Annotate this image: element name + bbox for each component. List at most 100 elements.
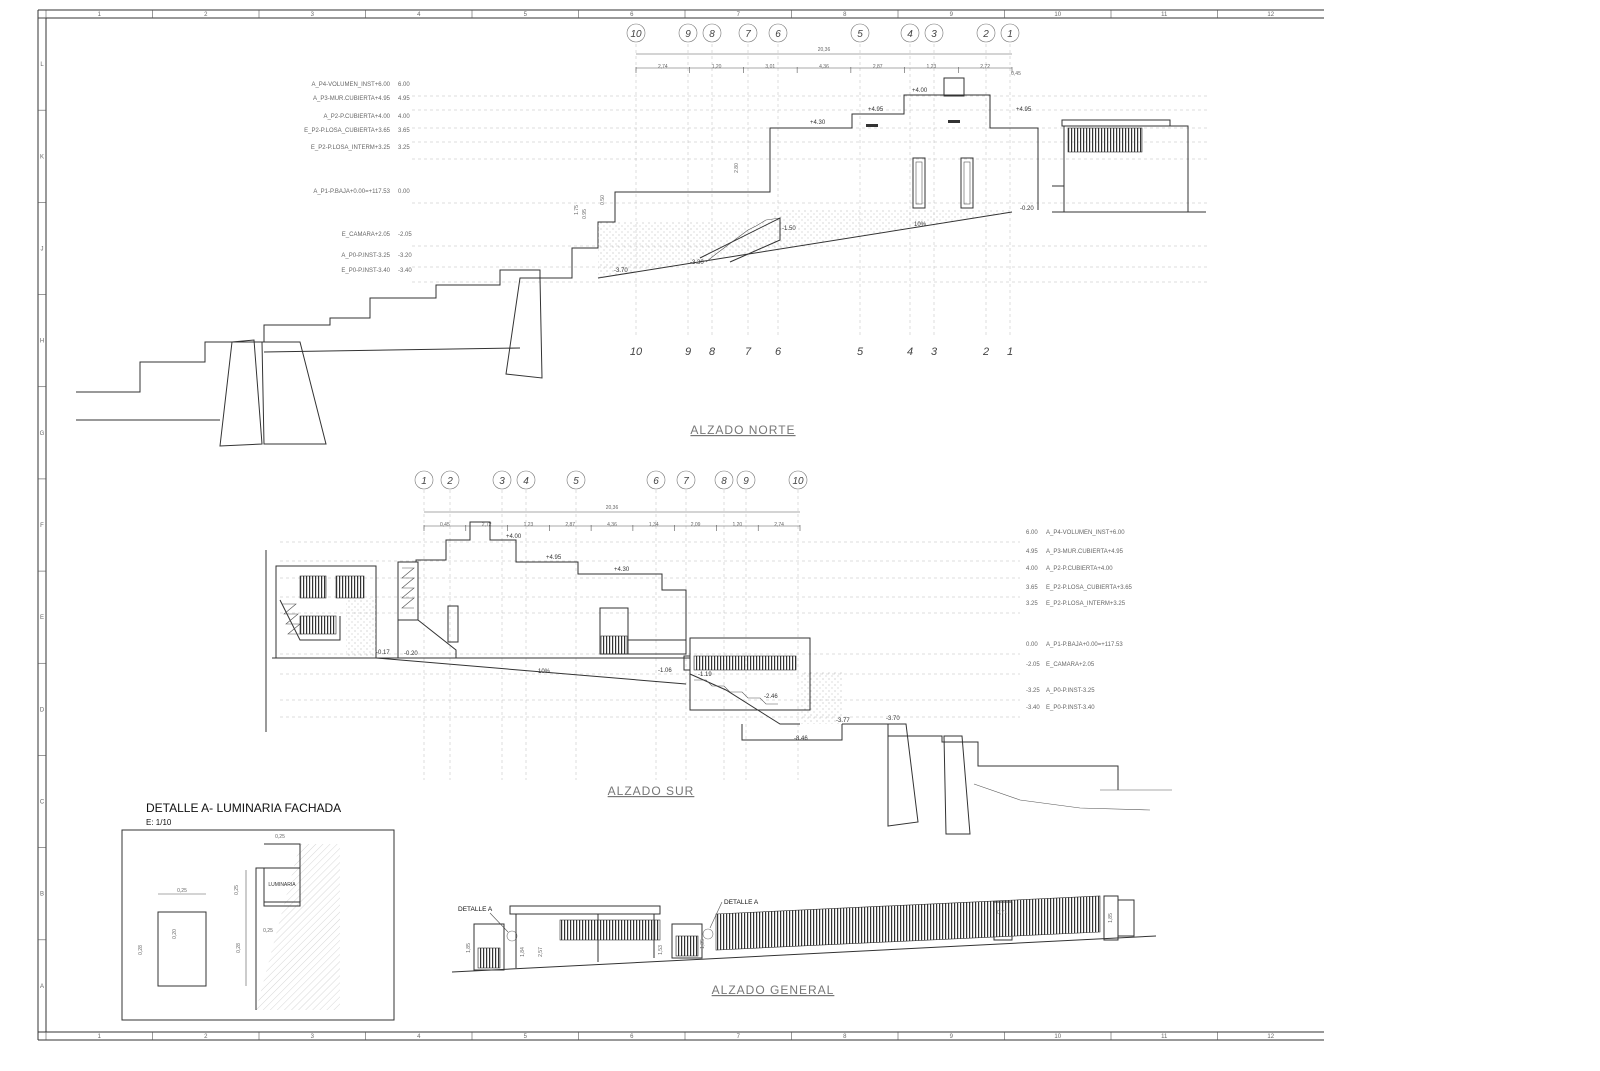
level-value: 3.25 bbox=[398, 145, 410, 151]
axis-label: 5 bbox=[857, 29, 863, 40]
row-label: D bbox=[40, 707, 45, 713]
general-dim: 1,85 bbox=[1108, 913, 1114, 923]
dimension-value: 1,20 bbox=[732, 522, 742, 528]
col-label: 10 bbox=[1054, 12, 1061, 18]
level-name: A_P4-VOLUMEN_INST+6.00 bbox=[1046, 530, 1125, 536]
col-label: 3 bbox=[311, 12, 315, 18]
col-label: 2 bbox=[204, 12, 208, 18]
level-name: E_P2-P.LOSA_CUBIERTA+3.65 bbox=[304, 128, 391, 134]
detail-dim: 0,25 bbox=[275, 834, 285, 840]
axis-bubble bbox=[768, 23, 788, 43]
level-name: A_P3-MUR.CUBIERTA+4.95 bbox=[1046, 549, 1124, 555]
axis-label: 5 bbox=[857, 346, 864, 358]
axis-label: 2 bbox=[446, 476, 453, 487]
axis-label: 8 bbox=[709, 346, 716, 358]
row-label: F bbox=[40, 523, 44, 529]
elev-tag: +4.30 bbox=[614, 567, 630, 573]
dimension-value: 2,72 bbox=[482, 522, 492, 528]
level-value: -3.20 bbox=[398, 253, 412, 259]
dimension-value: 1,23 bbox=[927, 64, 937, 70]
elev-tag: -3.70 bbox=[614, 268, 628, 274]
axis-bubble bbox=[566, 470, 586, 490]
elev-tag: +4.95 bbox=[1016, 107, 1032, 113]
side-elevation bbox=[1052, 119, 1206, 213]
luminaria-section bbox=[263, 867, 301, 903]
level-name: A_P0-P.INST-3.25 bbox=[341, 253, 390, 259]
building-profile bbox=[397, 521, 687, 658]
level-name: A_P3-MUR.CUBIERTA+4.95 bbox=[313, 96, 391, 102]
alzado-sur-title: ALZADO SUR bbox=[608, 784, 695, 798]
row-label: E bbox=[40, 615, 44, 621]
axis-label: 6 bbox=[653, 476, 659, 487]
col-label: 7 bbox=[737, 12, 741, 18]
axis-bubble bbox=[738, 23, 758, 43]
dimension-value: 1,20 bbox=[712, 64, 722, 70]
elev-tag: -1.50 bbox=[782, 226, 796, 232]
axis-label: 9 bbox=[685, 346, 691, 358]
level-name: E_P0-P.INST-3.40 bbox=[341, 268, 390, 274]
axis-bubble bbox=[414, 470, 434, 490]
level-name: A_P1-P.BAJA+0.00=+117.53 bbox=[313, 189, 390, 195]
axis-bubble bbox=[646, 470, 666, 490]
level-name: A_P0-P.INST-3.25 bbox=[1046, 688, 1095, 694]
level-value: 4.95 bbox=[398, 96, 410, 102]
elev-tag: +4.00 bbox=[912, 88, 928, 94]
col-label: 1 bbox=[98, 12, 102, 18]
window bbox=[960, 157, 974, 209]
dimension-value: 2,72 bbox=[980, 64, 990, 70]
level-value: 0.00 bbox=[398, 189, 410, 195]
col-label: 5 bbox=[524, 1034, 528, 1040]
row-label: C bbox=[40, 800, 45, 806]
col-label: 4 bbox=[417, 12, 421, 18]
alzado-general: DETALLE A DETALLE A 1,85 1,84 2,57 1,53 … bbox=[451, 895, 1157, 997]
level-name: A_P2-P.CUBIERTA+4.00 bbox=[323, 114, 390, 120]
level-value: -3.25 bbox=[1026, 688, 1040, 694]
detalle-scale: E: 1/10 bbox=[146, 818, 172, 827]
dimension-value: 2,74 bbox=[658, 64, 668, 70]
general-dim: 1,85 bbox=[466, 943, 472, 953]
detalle-a: DETALLE A- LUMINARIA FACHADA E: 1/10 0,2… bbox=[121, 801, 395, 1021]
axis-bubble bbox=[678, 23, 698, 43]
dimension-value: 0,45 bbox=[440, 522, 450, 528]
elev-tag: -1.19 bbox=[698, 672, 712, 678]
col-label: 9 bbox=[950, 12, 954, 18]
terrain-steps bbox=[76, 94, 1039, 393]
col-label: 10 bbox=[1054, 1034, 1061, 1040]
axis-label: 9 bbox=[685, 29, 691, 40]
elev-tag: -2.46 bbox=[764, 694, 778, 700]
axis-label: 8 bbox=[709, 29, 715, 40]
axis-label: 2 bbox=[982, 346, 989, 358]
col-label: 11 bbox=[1161, 12, 1168, 18]
dimension-value: 2,09 bbox=[691, 522, 701, 528]
dimension-value: 2,87 bbox=[873, 64, 883, 70]
col-label: 2 bbox=[204, 1034, 208, 1040]
dimension-value: 1,23 bbox=[524, 522, 534, 528]
col-label: 9 bbox=[950, 1034, 954, 1040]
row-label: L bbox=[40, 62, 44, 68]
axis-bubble bbox=[702, 23, 722, 43]
axis-label: 10 bbox=[630, 346, 643, 358]
col-label: 6 bbox=[630, 12, 634, 18]
col-label: 3 bbox=[311, 1034, 315, 1040]
col-label: 5 bbox=[524, 12, 528, 18]
axis-bubble bbox=[516, 470, 536, 490]
vertical-dim: 2.80 bbox=[734, 163, 740, 173]
detail-dim: 0,25 bbox=[263, 928, 273, 934]
level-value: 4.00 bbox=[398, 114, 410, 120]
elev-tag: +4.00 bbox=[506, 534, 522, 540]
axis-label: 9 bbox=[743, 476, 749, 487]
level-name: E_P2-P.LOSA_INTERM+3.25 bbox=[1046, 601, 1126, 607]
callout-detalle-a: DETALLE A bbox=[458, 906, 493, 913]
axis-label: 1 bbox=[1007, 346, 1013, 358]
level-name: E_CAMARA+2.05 bbox=[1046, 662, 1095, 668]
detalle-frame bbox=[121, 829, 395, 1021]
axis-label: 4 bbox=[523, 476, 529, 487]
axis-bubble bbox=[492, 470, 512, 490]
axis-label: 6 bbox=[775, 29, 781, 40]
dimension-value: 4,36 bbox=[819, 64, 829, 70]
dimension-value: 2,74 bbox=[774, 522, 784, 528]
